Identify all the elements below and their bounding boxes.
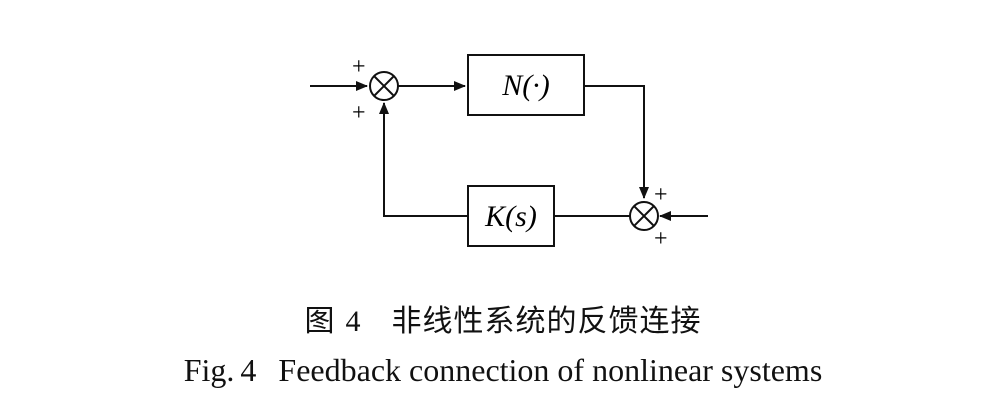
- sum1-feedback-sign: +: [352, 100, 366, 126]
- summing-junction-1: [369, 71, 399, 101]
- nonlinear-block: [467, 54, 585, 116]
- feedback-path-to-sum1: [379, 102, 468, 217]
- caption-en-number: 4: [240, 352, 257, 388]
- figure-caption-english: Fig.4 Feedback connection of nonlinear sy…: [0, 352, 1006, 389]
- sum1-input-sign: +: [352, 54, 366, 80]
- caption-cn-text: 非线性系统的反馈连接: [391, 304, 702, 339]
- sum2-input-sign: +: [654, 182, 668, 208]
- caption-cn-number: 4: [345, 305, 362, 338]
- caption-en-text: Feedback connection of nonlinear systems: [278, 352, 823, 388]
- nonlinear-block-label: N(·): [501, 69, 550, 102]
- caption-cn-label: 图: [304, 304, 336, 339]
- sum2-external-sign: +: [654, 226, 668, 252]
- caption-en-label: Fig.: [183, 352, 235, 388]
- block-diagram: + + N(·) + + K(s): [310, 54, 708, 252]
- linear-block-label: K(s): [484, 200, 537, 233]
- output-path-to-sum2: [584, 85, 649, 199]
